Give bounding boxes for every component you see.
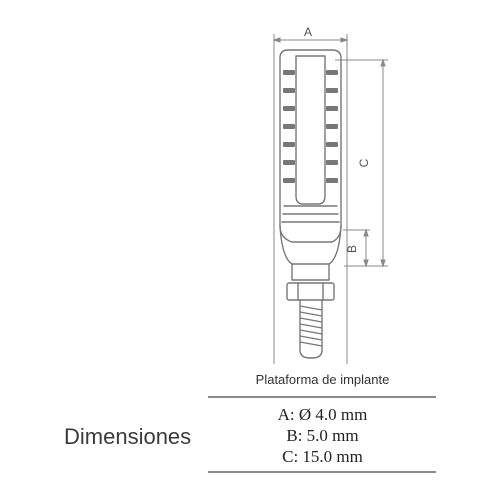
- spec-divider-bottom: [208, 471, 436, 473]
- spec-header: Plataforma de implante: [255, 372, 390, 387]
- hex-connection: [286, 282, 335, 301]
- dimension-c-label: C: [357, 158, 371, 167]
- dimension-a-label: A: [304, 25, 312, 39]
- screw-threads: [299, 305, 323, 347]
- abutment-technical-drawing: A C B: [272, 25, 388, 364]
- spec-list: A: Ø 4.0 mm B: 5.0 mm C: 15.0 mm: [210, 404, 435, 467]
- spec-divider-top: [208, 396, 436, 398]
- dimension-c: [335, 58, 388, 268]
- spec-row-a: A: Ø 4.0 mm: [277, 405, 368, 424]
- abutment-collar-lines: [281, 205, 340, 223]
- screw-shaft: [299, 299, 323, 359]
- dimension-b-label: B: [345, 245, 359, 253]
- abutment-shoulder: [279, 225, 342, 265]
- dimension-a: [272, 34, 349, 364]
- spec-title: Dimensiones: [64, 424, 192, 449]
- spec-row-c: C: 15.0 mm: [282, 447, 363, 466]
- dimension-b: [343, 228, 370, 268]
- abutment-center-slot: [295, 55, 326, 205]
- spec-row-b: B: 5.0 mm: [286, 426, 359, 445]
- retention-grooves: [283, 70, 338, 183]
